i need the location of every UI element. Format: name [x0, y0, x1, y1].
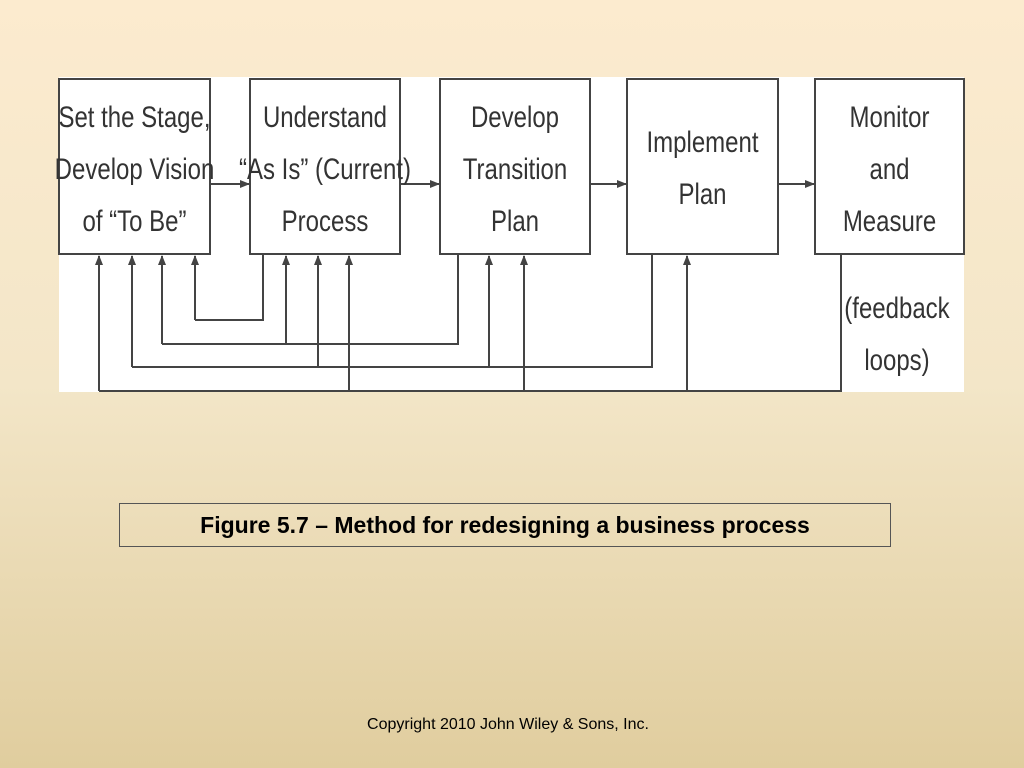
feedback-loop-line — [99, 254, 842, 392]
box-text-line: Set the Stage, — [58, 99, 210, 133]
feedback-label-line: (feedback — [844, 290, 950, 324]
box-understand-as-is — [249, 78, 401, 255]
box-text-line: Plan — [678, 176, 726, 210]
box-text-line: Measure — [843, 203, 936, 237]
box-text-line: of “To Be” — [82, 203, 186, 237]
box-set-stage — [58, 78, 211, 255]
box-text-line: Develop Vision — [55, 151, 215, 185]
box-text-line: Plan — [491, 203, 539, 237]
box-monitor-measure — [814, 78, 965, 255]
box-text-line: Process — [282, 203, 369, 237]
box-text-line: “As Is” (Current) — [239, 151, 411, 185]
box-text-line: Develop — [471, 99, 559, 133]
feedback-loop-line — [132, 254, 653, 368]
box-text-line: and — [869, 151, 909, 185]
feedback-label: (feedback loops) — [844, 290, 950, 376]
box-implement-plan — [626, 78, 779, 255]
box-develop-transition — [439, 78, 591, 255]
box-text-line: Monitor — [849, 99, 929, 133]
box-text-line: Transition — [463, 151, 567, 185]
box-text-line: Understand — [263, 99, 387, 133]
feedback-loop-line — [162, 254, 459, 345]
box-text-line: Implement — [646, 124, 758, 158]
feedback-label-line: loops) — [864, 342, 929, 376]
process-diagram: (feedback loops) Set the Stage, Develop V… — [55, 77, 965, 392]
copyright-text: Copyright 2010 John Wiley & Sons, Inc. — [367, 716, 649, 733]
feedback-loop-line — [195, 254, 264, 321]
figure-caption: Figure 5.7 – Method for redesigning a bu… — [119, 503, 891, 547]
